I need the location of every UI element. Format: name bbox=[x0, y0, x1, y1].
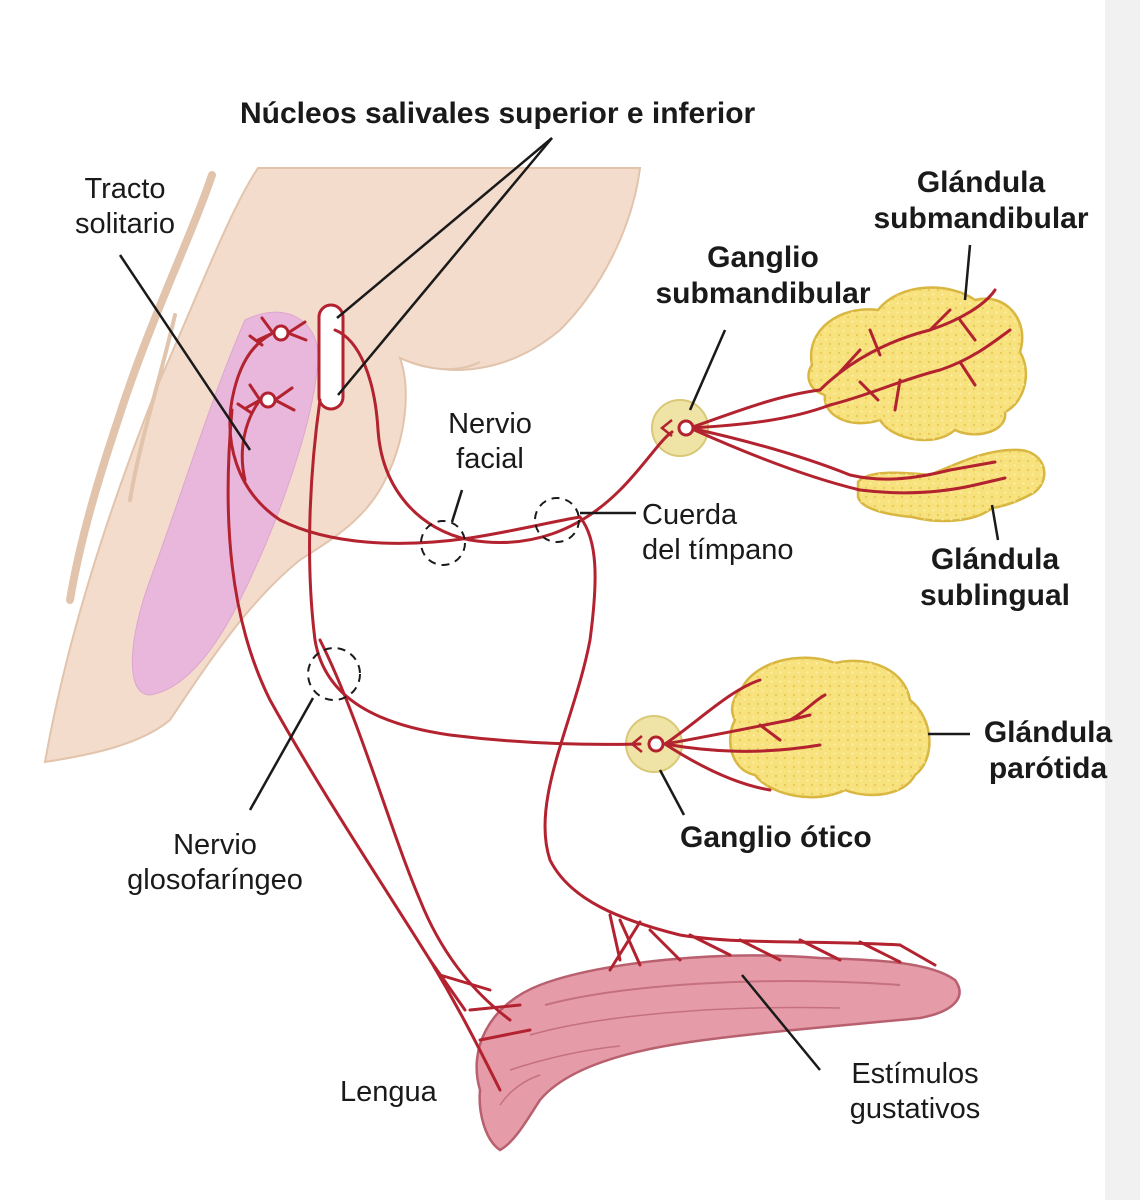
label-submandibular-ganglion: Ganglio submandibular bbox=[632, 240, 894, 312]
label-glossopharyngeal-nerve-line1: Nervio bbox=[173, 829, 257, 861]
label-chorda-tympani-line1: Cuerda bbox=[642, 499, 738, 531]
sublingual-gland bbox=[856, 448, 1046, 523]
label-solitary-tract-line1: Tracto bbox=[84, 173, 166, 205]
label-sublingual-gland-line1: Glándula bbox=[930, 543, 1060, 576]
label-solitary-tract: Tracto solitario bbox=[50, 172, 200, 242]
label-chorda-tympani-line2: del tímpano bbox=[642, 533, 794, 566]
label-facial-nerve: Nervio facial bbox=[430, 407, 550, 477]
label-submandibular-ganglion-line2: submandibular bbox=[655, 277, 871, 310]
label-parotid-gland: Glándula parótida bbox=[968, 715, 1128, 787]
neuron-cells bbox=[259, 324, 695, 753]
page-margin bbox=[1105, 0, 1140, 1200]
label-tongue: Lengua bbox=[340, 1076, 437, 1108]
ganglion-synapses bbox=[629, 419, 673, 753]
tongue bbox=[475, 954, 961, 1152]
leader-lines bbox=[118, 137, 1000, 1071]
label-taste-stimuli-line2: gustativos bbox=[849, 1092, 981, 1125]
submandibular-gland bbox=[807, 286, 1028, 442]
label-glossopharyngeal-nerve-line2: glosofaríngeo bbox=[127, 863, 303, 896]
label-submandibular-gland-line2: submandibular bbox=[873, 202, 1089, 235]
label-taste-stimuli: Estímulos gustativos bbox=[820, 1057, 1010, 1127]
nerve-fibers bbox=[226, 288, 1012, 1092]
label-facial-nerve-line1: Nervio bbox=[448, 408, 532, 440]
label-parotid-gland-line1: Glándula bbox=[983, 716, 1113, 749]
label-sublingual-gland: Glándula sublingual bbox=[890, 542, 1100, 614]
facial-nerve-marker bbox=[420, 520, 466, 566]
label-solitary-tract-line2: solitario bbox=[75, 207, 175, 240]
label-submandibular-gland: Glándula submandibular bbox=[850, 165, 1112, 237]
brainstem bbox=[43, 167, 642, 764]
section-markers bbox=[307, 497, 580, 701]
label-glossopharyngeal-nerve: Nervio glosofaríngeo bbox=[100, 828, 330, 898]
chorda-tympani-marker bbox=[534, 497, 580, 543]
label-submandibular-ganglion-line1: Ganglio bbox=[707, 241, 819, 274]
label-facial-nerve-line2: facial bbox=[456, 442, 524, 475]
parotid-gland bbox=[728, 656, 931, 799]
glossopharyngeal-marker bbox=[307, 647, 361, 701]
label-otic-ganglion: Ganglio ótico bbox=[680, 821, 872, 854]
label-taste-stimuli-line1: Estímulos bbox=[851, 1058, 979, 1090]
label-chorda-tympani: Cuerda del tímpano bbox=[642, 498, 794, 568]
label-salivary-nuclei: Núcleos salivales superior e inferior bbox=[240, 97, 756, 130]
label-parotid-gland-line2: parótida bbox=[988, 752, 1108, 785]
label-submandibular-gland-line1: Glándula bbox=[916, 166, 1046, 199]
label-sublingual-gland-line2: sublingual bbox=[920, 579, 1070, 612]
